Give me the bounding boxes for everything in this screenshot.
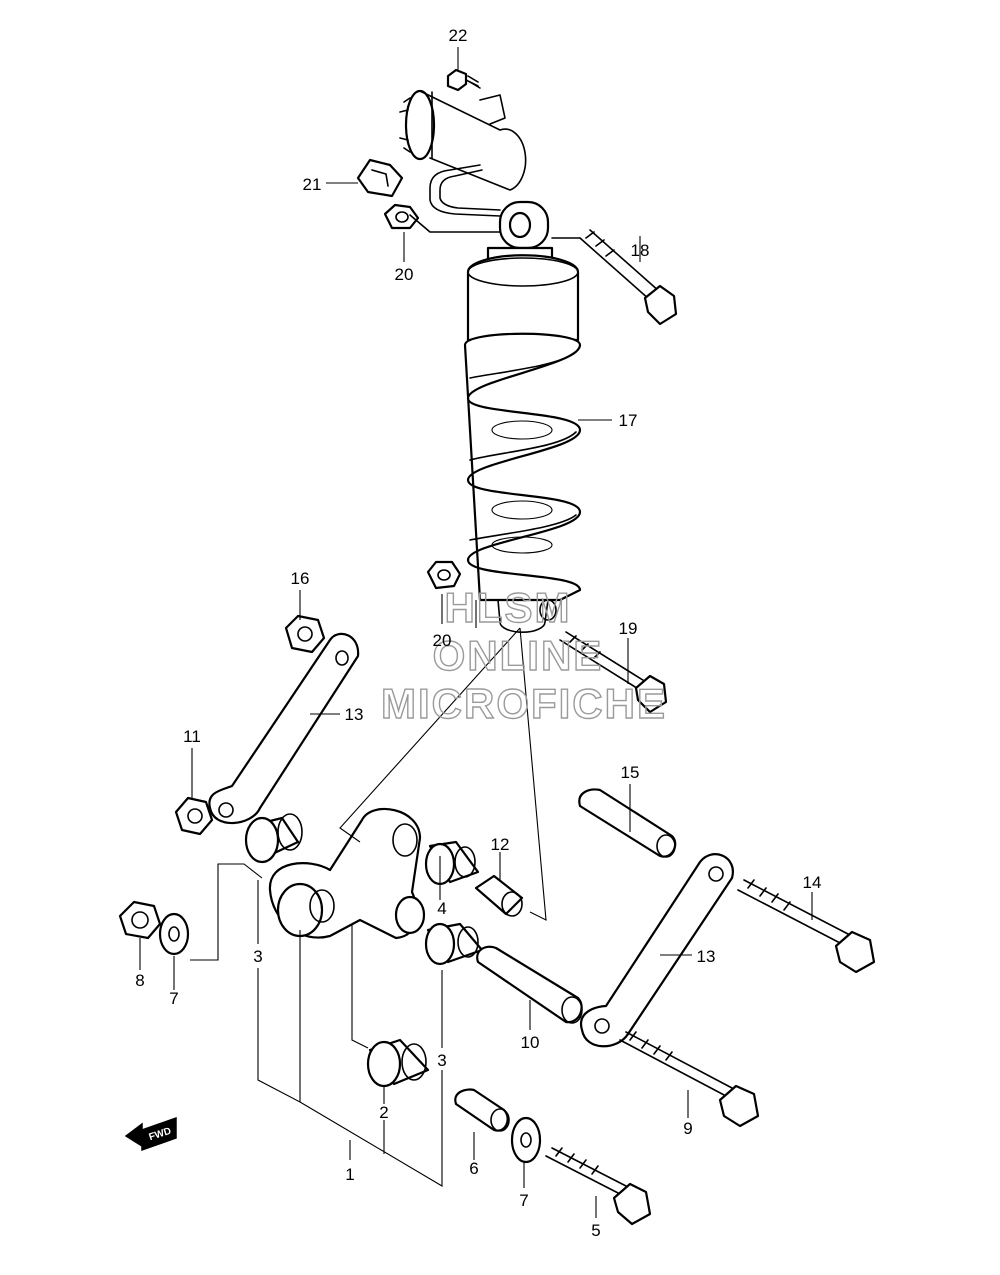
forward-arrow-icon: FWD	[124, 1116, 177, 1152]
watermark-line-2: ONLINE	[433, 632, 604, 679]
callout-12: 12	[491, 835, 510, 854]
bushing-4-upper	[424, 840, 480, 886]
sleeve-6	[454, 1088, 510, 1132]
callout-3-left: 3	[253, 947, 262, 966]
bolt-19	[559, 631, 668, 714]
bolt-22	[446, 68, 481, 92]
callout-21: 21	[303, 175, 322, 194]
coil-spring	[463, 332, 582, 602]
preload-adjuster	[399, 89, 527, 191]
callout-6: 6	[469, 1159, 478, 1178]
callouts: 22 21 20 18 17 16 20 19 13 11 15 12 14 4…	[135, 26, 821, 1240]
nut-20-upper	[383, 203, 501, 233]
bolt-14	[737, 879, 876, 974]
callout-3-right: 3	[437, 1051, 446, 1070]
callout-20-lower: 20	[433, 631, 452, 650]
callout-16: 16	[291, 569, 310, 588]
callout-18: 18	[631, 241, 650, 260]
callout-19: 19	[619, 619, 638, 638]
callout-8: 8	[135, 971, 144, 990]
watermark: HLSM ONLINE MICROFICHE	[380, 583, 667, 727]
clamp-21	[356, 158, 404, 198]
bolt-9	[619, 1031, 760, 1128]
callout-4: 4	[437, 899, 446, 918]
sleeve-15	[578, 788, 677, 858]
callout-14: 14	[803, 873, 822, 892]
callout-5: 5	[591, 1221, 600, 1240]
washer-7-right	[510, 1116, 542, 1164]
callout-1: 1	[345, 1165, 354, 1184]
callout-20-upper: 20	[395, 265, 414, 284]
bolt-18	[551, 229, 678, 326]
bushing-2	[366, 1038, 430, 1088]
bolt-5	[545, 1147, 652, 1226]
hose	[429, 164, 501, 217]
link-rod-13-upper	[208, 632, 360, 825]
upper-eye	[498, 200, 550, 250]
callout-13-lower: 13	[697, 947, 716, 966]
watermark-line-3: MICROFICHE	[381, 680, 667, 727]
link-rod-13-lower	[579, 853, 734, 1048]
shock-absorber	[399, 89, 582, 634]
leader-lines	[139, 47, 813, 1218]
callout-2: 2	[379, 1103, 388, 1122]
nut-20-lower	[426, 560, 462, 590]
callout-7-right: 7	[519, 1191, 528, 1210]
callout-15: 15	[621, 763, 640, 782]
cushion-lever-1	[268, 807, 426, 940]
washer-7-left	[158, 912, 190, 956]
nut-11	[174, 796, 214, 836]
bushing-3-right	[424, 922, 484, 966]
callout-22: 22	[449, 26, 468, 45]
sleeve-12	[474, 874, 524, 917]
callout-10: 10	[521, 1033, 540, 1052]
callout-13-upper: 13	[345, 705, 364, 724]
nut-16	[284, 614, 326, 654]
bushing-3-left	[244, 813, 303, 864]
callout-17: 17	[619, 411, 638, 430]
sleeve-10	[476, 945, 583, 1024]
callout-7-left: 7	[169, 989, 178, 1008]
watermark-line-1: HLSM	[445, 584, 572, 631]
callout-9: 9	[683, 1119, 692, 1138]
callout-11: 11	[183, 727, 201, 746]
nut-8	[118, 900, 162, 940]
